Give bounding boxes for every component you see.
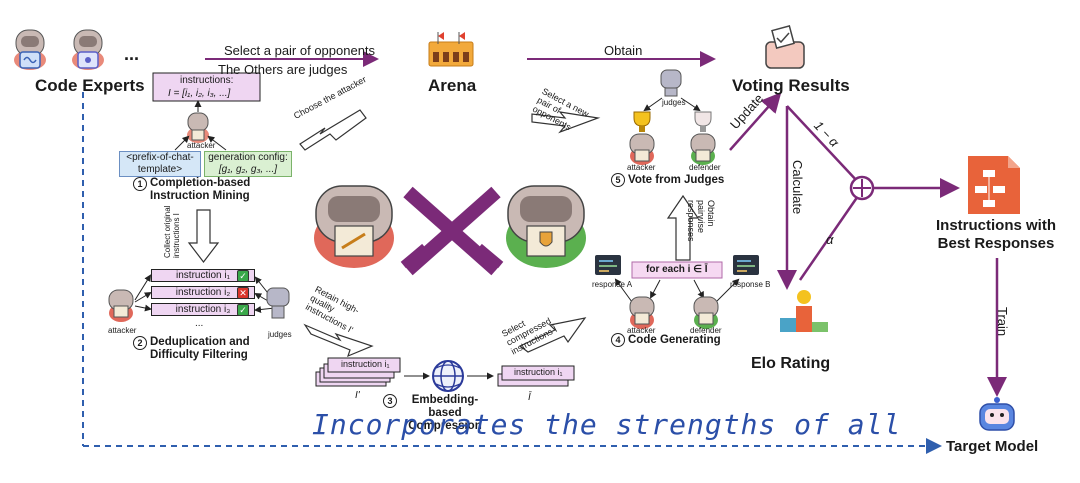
step3-title-text: Embedding-based Compression [408,394,482,432]
instruction-item-1: instruction i₁ [151,269,255,282]
attacker-robot-large [314,185,394,268]
code-expert-robot-1 [14,29,46,70]
alpha-label: α [826,232,834,247]
response-b-label: response B [730,280,771,289]
attacker-robot-small [187,112,209,143]
step4-number: 4 [611,333,625,347]
instruction-item-2: instruction i₂ [151,286,255,299]
judges-label-step5: judges [662,98,686,107]
generation-config-box: generation config: [g₁, g₂, g₃, ...] [204,151,292,177]
compressed-top-text: instruction i₁ [514,367,563,377]
instruction-item-1-text: instruction i₁ [176,269,230,281]
code-experts-label: Code Experts [35,76,145,95]
prefix-template-text: <prefix-of-chat-template> [126,152,194,175]
crossed-swords-icon [400,186,504,276]
defender-label-step4: defender [690,326,722,335]
podium-icon [780,290,828,332]
step3-number: 3 [383,394,397,408]
stack-top-text: instruction i₁ [341,359,390,369]
others-judges-label: The Others are judges [218,62,348,77]
response-a-label: response A [592,280,633,289]
embedding-globe-icon [432,360,464,392]
instruction-item-3-text: instruction i₃ [175,303,231,315]
attacker-label-step1: attacker [187,141,216,150]
arena-label: Arena [428,76,477,95]
cross-icon-2: ✕ [237,287,249,299]
instruction-list-ellipsis: ... [195,318,204,329]
calculate-label: Calculate [790,160,805,215]
stack-label: I' [355,390,360,401]
train-label: Train [995,307,1010,337]
collect-note: Collect original instructions I [163,205,181,258]
select-pair-label: Select a pair of opponents [224,43,376,58]
for-each-label: for each i ∈ Ī [646,264,708,275]
voting-results-label: Voting Results [732,76,850,95]
gen-config-formula: [g₁, g₂, g₃, ...] [218,164,278,175]
gen-config-label: generation config: [208,152,288,163]
step5-title-text: Vote from Judges [628,174,725,187]
attacker-label-step4: attacker [627,326,656,335]
ballot-box-icon [765,25,805,69]
defender-robot-generating [693,296,719,329]
attacker-label-step2: attacker [108,326,137,335]
step2-title-text: Deduplication and Difficulty Filtering [150,336,250,361]
obtain-label: Obtain [604,43,643,58]
step5-number: 5 [611,173,625,187]
obtain-pairwise-note: Obtain pairwise responses [686,200,716,242]
best-responses-label: Instructions with Best Responses [936,217,1056,252]
defender-robot-judged [690,133,716,165]
code-expert-robot-2 [72,29,104,70]
circle-plus-icon [849,175,875,201]
instructions-formula: I = [i₁, i₂, i₃, ...] [168,88,231,99]
judge-robot-filter [266,287,290,319]
instruction-item-3: instruction i₃ [151,303,255,316]
check-icon-3: ✓ [237,304,249,316]
check-icon-1: ✓ [237,270,249,282]
tagline: Incorporates the strengths of all [312,408,902,441]
experts-ellipsis: ... [124,44,140,64]
instruction-item-2-text: instruction i₂ [175,286,231,298]
compressed-label: Ī [528,392,531,403]
flowchart-document-icon [968,156,1020,214]
attacker-robot-generating [629,296,655,329]
instructions-header: instructions: [180,75,234,86]
step1-number: 1 [133,177,147,191]
defender-robot-large [506,185,586,268]
trophy-gold-icon [633,111,651,132]
target-model-label: Target Model [946,438,1039,455]
trophy-silver-icon [694,111,712,132]
judges-label-step2: judges [268,330,292,339]
step3-title: 3 Embedding-based Compression [383,394,490,433]
judge-robot-top [660,69,682,97]
target-model-robot-icon [979,397,1015,431]
defender-label-step5: defender [689,163,721,172]
response-a-code-icon [595,255,621,275]
response-b-code-icon [733,255,759,275]
step2-number: 2 [133,336,147,350]
attacker-robot-judged [629,133,655,165]
elo-rating-label: Elo Rating [751,355,831,372]
attacker-robot-filter [108,289,134,322]
attacker-label-step5: attacker [627,163,656,172]
step1-title-text: Completion-based Instruction Mining [150,177,251,202]
prefix-template-box: <prefix-of-chat-template> [119,151,201,177]
arena-icon [428,32,474,67]
step4-title-text: Code Generating [628,334,721,347]
